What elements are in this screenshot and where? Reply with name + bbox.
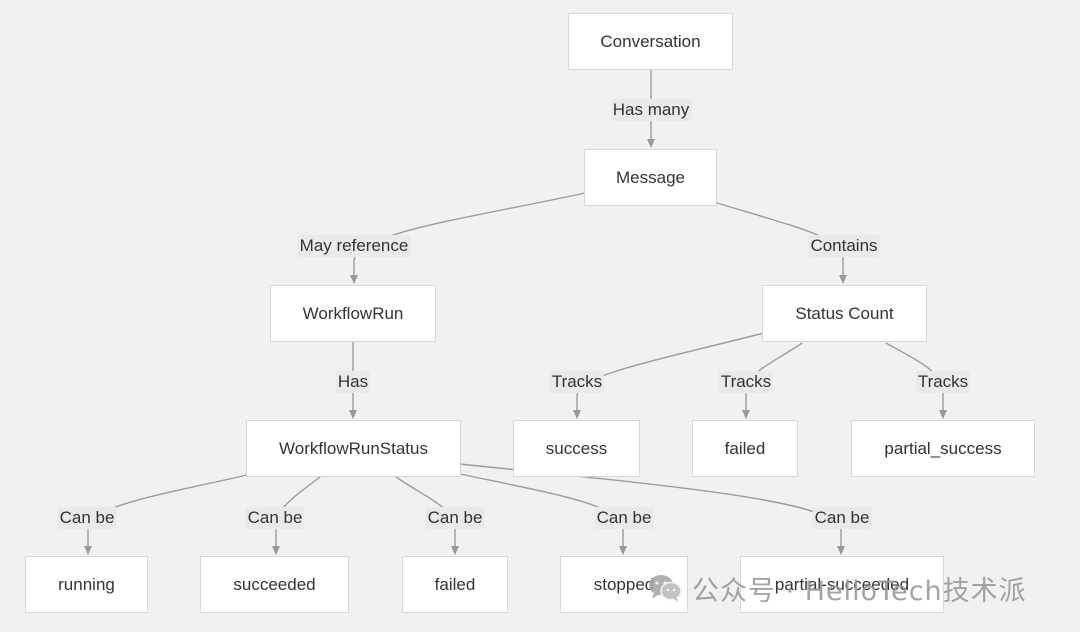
edge-label-canbe-failed: Can be — [425, 507, 485, 529]
edge-label-tracks-success: Tracks — [549, 371, 605, 393]
edge-label-tracks-partial: Tracks — [915, 371, 971, 393]
node-stopped: stopped — [560, 556, 688, 613]
edge-label-contains: Contains — [808, 235, 880, 257]
wechat-icon — [649, 575, 682, 602]
node-failed-top: failed — [692, 420, 798, 477]
node-message: Message — [584, 149, 717, 206]
node-success: success — [513, 420, 640, 477]
watermark: 公众号 · HelloTech技术派 — [648, 570, 1027, 607]
edge-wrstatus-succeeded — [272, 476, 321, 555]
edge-label-has-many: Has many — [610, 99, 692, 121]
node-conversation: Conversation — [568, 13, 733, 70]
edge-label-has: Has — [335, 371, 371, 393]
edge-label-may-reference: May reference — [297, 235, 411, 257]
node-partial-success: partial_success — [851, 420, 1035, 477]
edge-label-canbe-partial: Can be — [812, 507, 872, 529]
edge-label-tracks-failed: Tracks — [718, 371, 774, 393]
edge-label-canbe-stopped: Can be — [594, 507, 654, 529]
watermark-text: 公众号 · HelloTech技术派 — [692, 575, 1027, 607]
node-workflowrunstatus: WorkflowRunStatus — [246, 420, 461, 477]
node-running: running — [25, 556, 148, 613]
edge-label-canbe-running: Can be — [57, 507, 117, 529]
node-status-count: Status Count — [762, 285, 927, 342]
node-workflowrun: WorkflowRun — [270, 285, 436, 342]
edge-label-canbe-succeeded: Can be — [245, 507, 305, 529]
node-succeeded: succeeded — [200, 556, 349, 613]
node-failed-bottom: failed — [402, 556, 508, 613]
node-partial-succeeded: partial-succeeded — [740, 556, 944, 613]
